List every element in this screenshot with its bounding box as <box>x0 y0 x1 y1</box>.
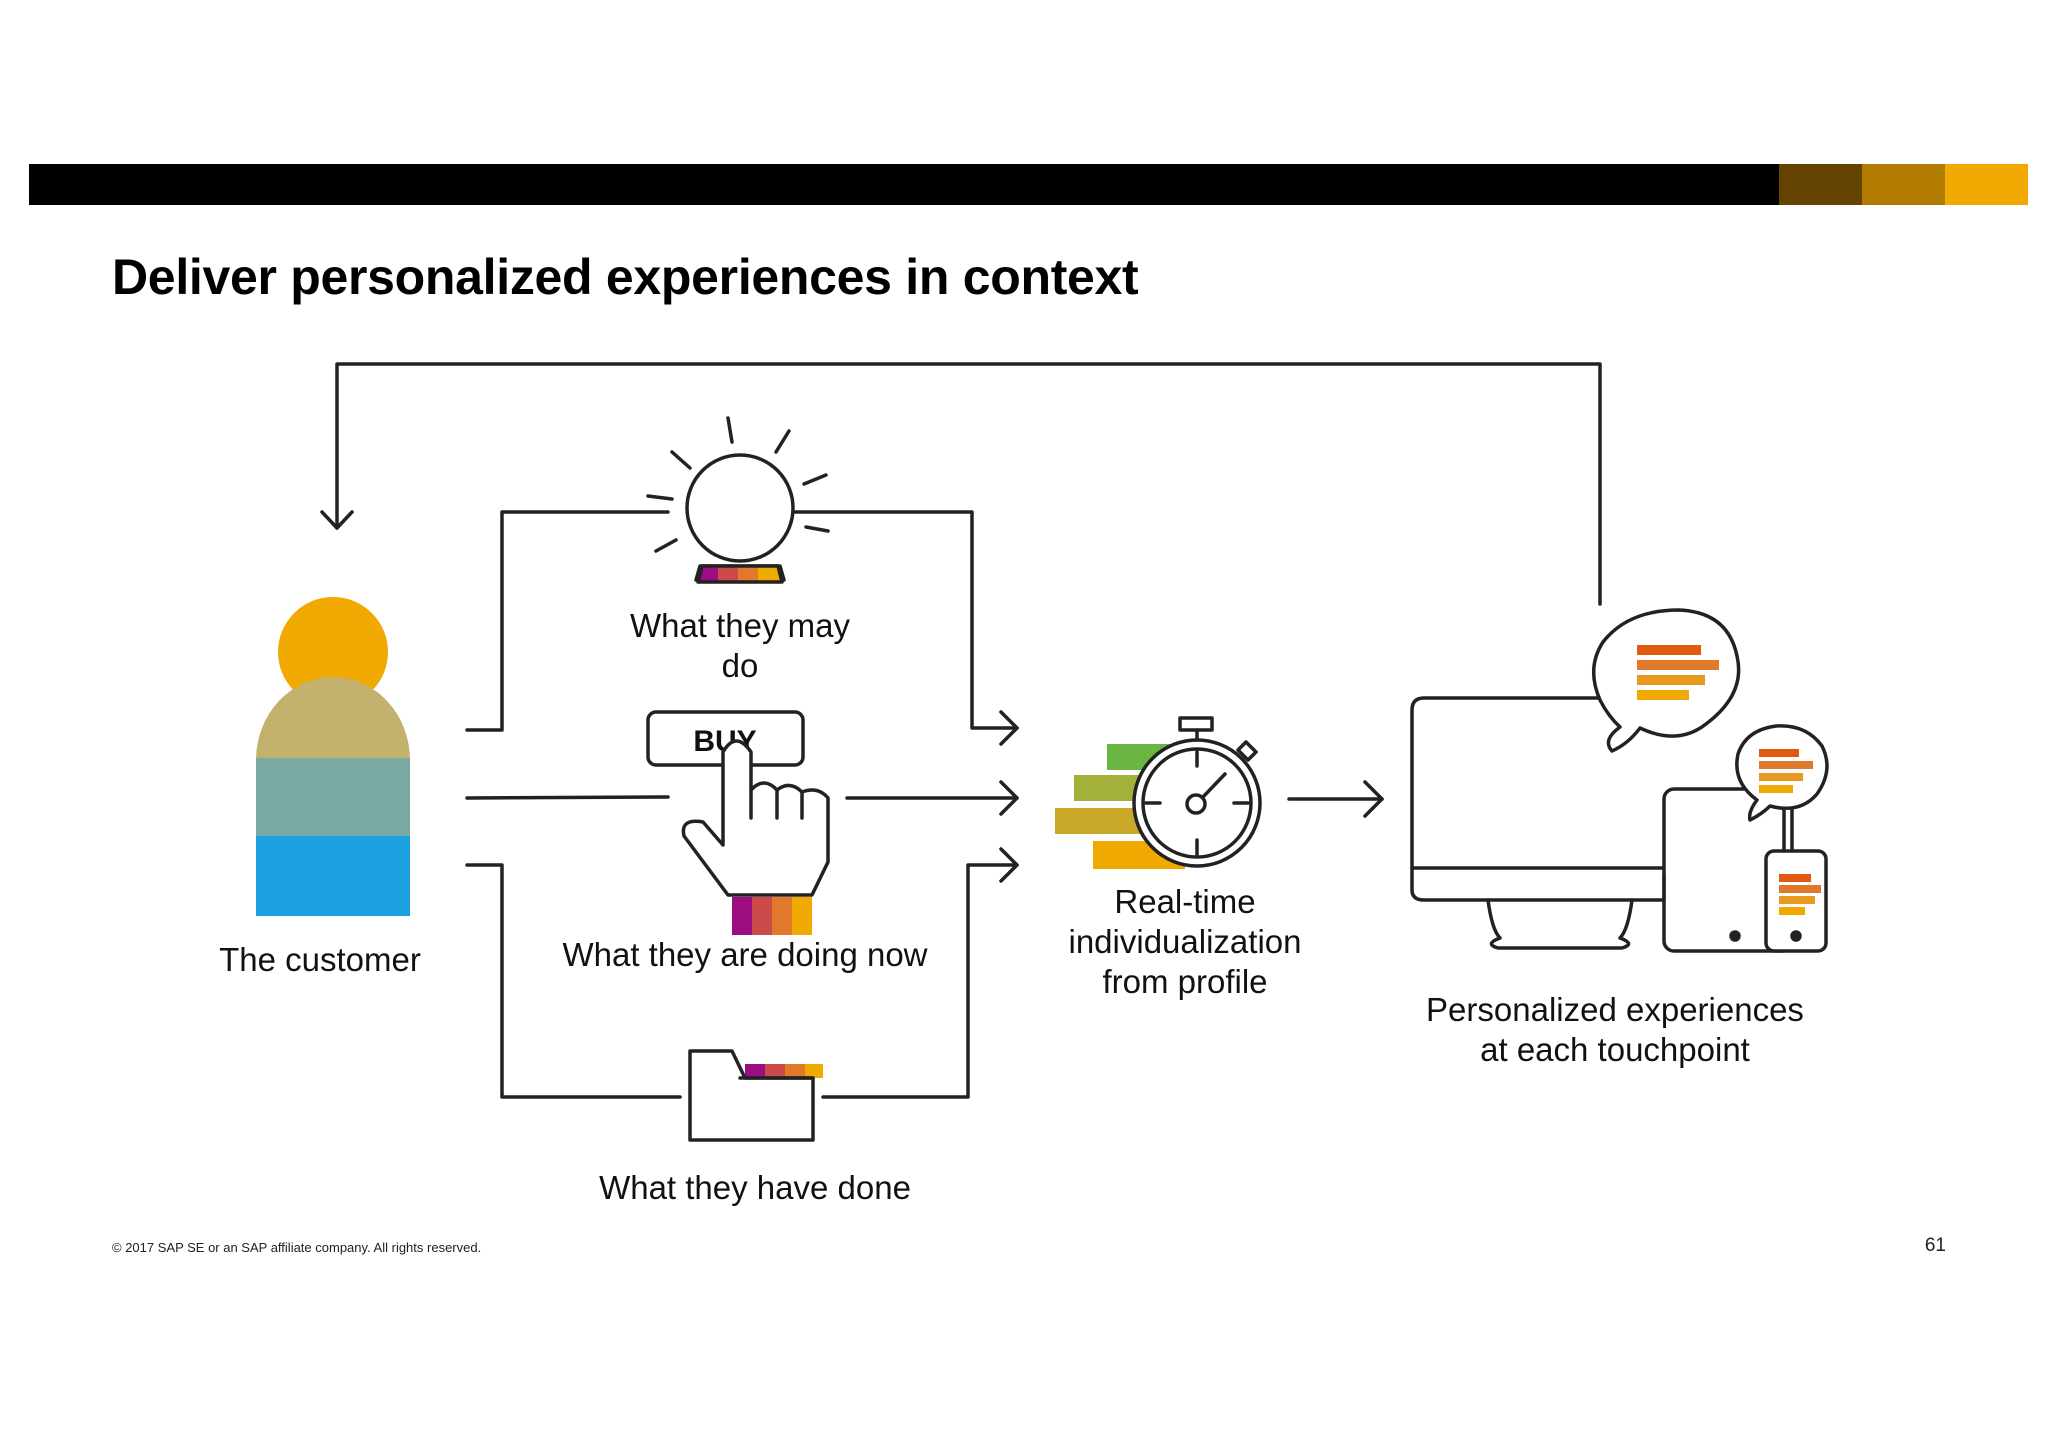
page-number: 61 <box>1924 1235 1946 1256</box>
slide-title: Deliver personalized experiences in cont… <box>112 249 1139 305</box>
have-done-label: What they have done <box>599 1169 911 1206</box>
pointing-hand-icon <box>681 739 830 935</box>
stopwatch-icon <box>1055 716 1262 869</box>
feedback-loop-arrow <box>320 362 1602 606</box>
customer-icon <box>256 597 410 916</box>
header-bar-dark-gold <box>1862 164 1945 205</box>
phone-screen-bars <box>1779 874 1821 915</box>
devices-icon <box>1410 696 1828 953</box>
copyright-text: © 2017 SAP SE or an SAP affiliate compan… <box>112 1240 482 1255</box>
folder-icon <box>688 1049 823 1142</box>
speech-bubble-small-icon <box>1735 724 1829 822</box>
speech-bubble-large-icon <box>1592 608 1741 753</box>
personalized-label: Personalized experiences at each touchpo… <box>1426 991 1804 1068</box>
branch-connectors <box>465 510 1384 1099</box>
crystal-ball-icon <box>646 416 830 584</box>
header-bar-black <box>29 164 1779 205</box>
header-bar-brown <box>1779 164 1862 205</box>
header-color-bar <box>29 164 2028 205</box>
may-do-label: What they may do <box>629 607 851 684</box>
customer-label: The customer <box>219 941 421 978</box>
realtime-label: Real-time individualization from profile <box>1068 883 1302 1000</box>
doing-now-label: What they are doing now <box>562 936 928 973</box>
header-bar-gold <box>1945 164 2028 205</box>
